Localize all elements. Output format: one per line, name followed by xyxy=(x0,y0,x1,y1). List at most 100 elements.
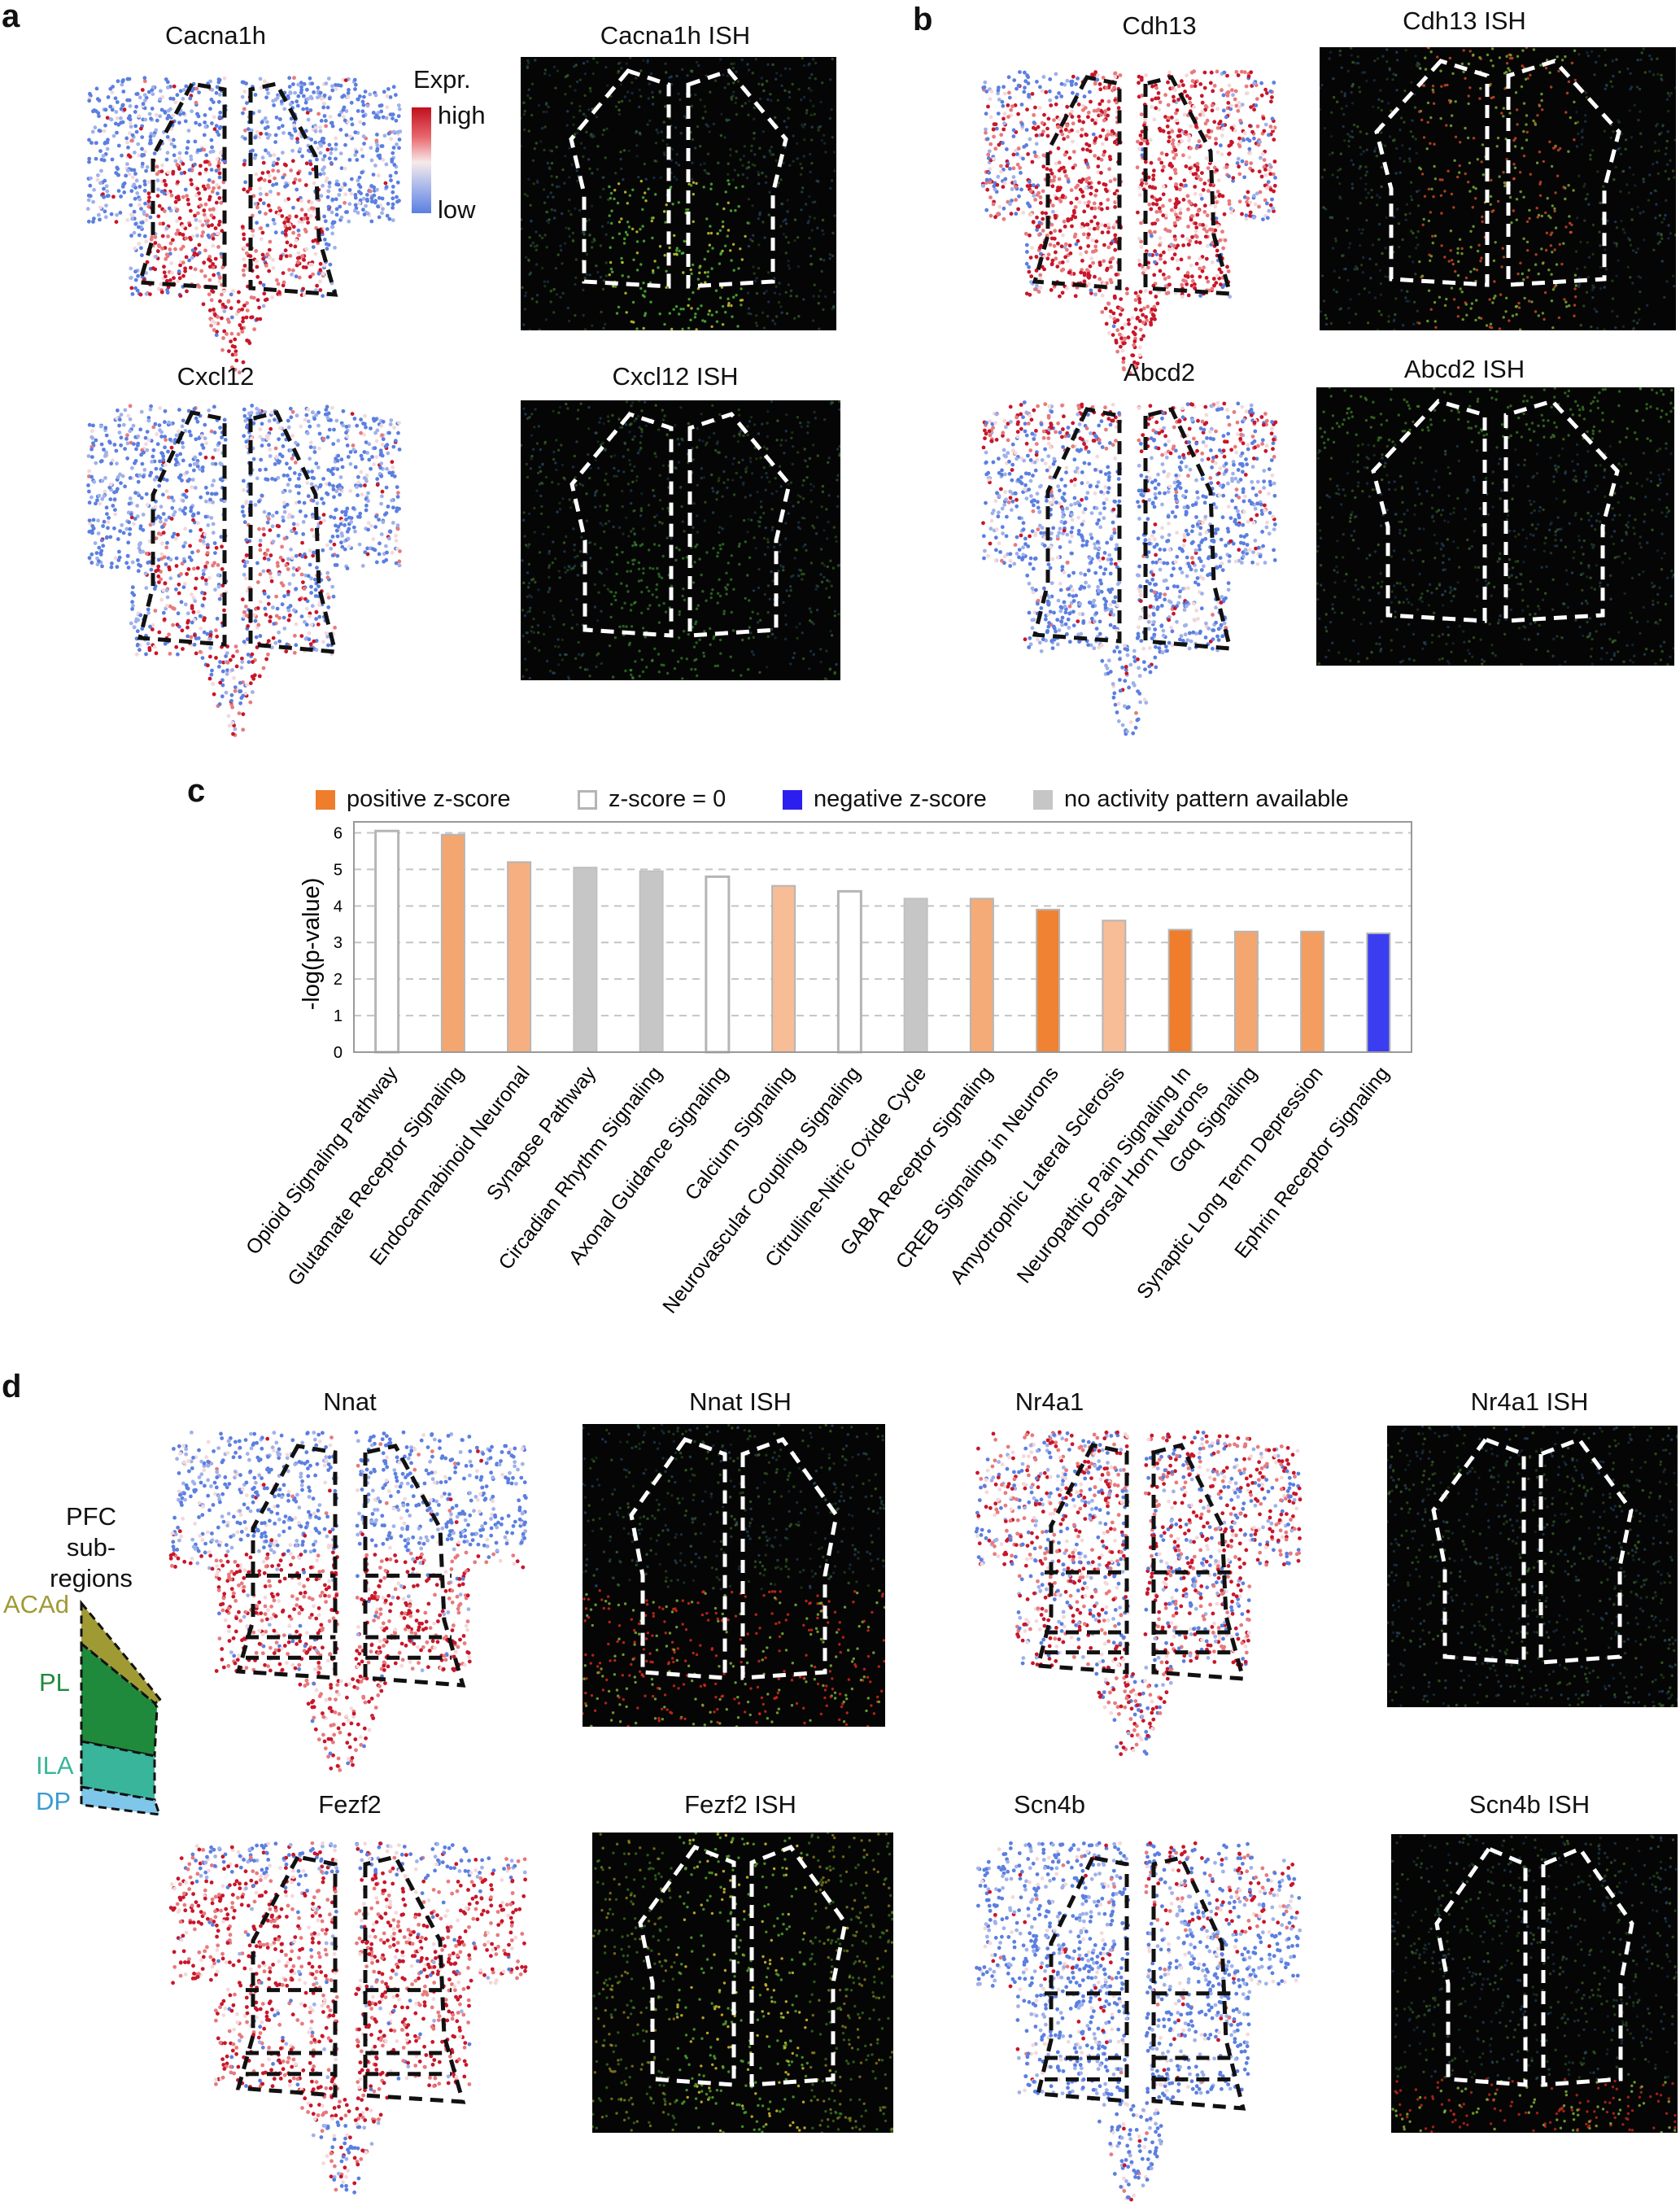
cell-dot xyxy=(202,208,207,213)
cell-dot xyxy=(225,332,229,336)
cell-dot xyxy=(119,194,123,199)
ish-signal-dot xyxy=(610,221,613,225)
cell-dot xyxy=(271,217,276,222)
colorbar-title: Expr. xyxy=(413,65,471,94)
ish-signal-dot xyxy=(675,247,679,250)
cell-dot xyxy=(296,260,300,264)
cell-dot xyxy=(198,197,203,202)
cell-dot xyxy=(286,219,290,224)
ish-signal-dot xyxy=(689,184,693,187)
cell-dot xyxy=(376,111,381,115)
ish-signal-dot xyxy=(617,112,622,116)
cell-dot xyxy=(139,207,143,211)
ish-signal-dot xyxy=(735,294,738,297)
ish-signal-dot xyxy=(757,170,760,174)
ish-signal-dot xyxy=(704,271,707,274)
ish-signal-dot xyxy=(677,164,681,167)
ish-signal-dot xyxy=(744,102,747,105)
cell-dot xyxy=(340,94,345,99)
cell-dot xyxy=(150,627,155,631)
cell-dot xyxy=(187,430,192,434)
ish-signal-dot xyxy=(613,197,616,201)
cell-dot xyxy=(181,88,186,92)
cell-dot xyxy=(316,271,321,276)
ish-signal-dot xyxy=(817,295,821,298)
ish-signal-dot xyxy=(779,74,783,77)
cell-dot xyxy=(261,256,265,261)
ish-signal-dot xyxy=(531,241,535,245)
cell-dot xyxy=(277,630,281,635)
ish-signal-dot xyxy=(761,311,765,314)
ish-signal-dot xyxy=(522,323,526,326)
ish-signal-dot xyxy=(746,63,749,66)
ish-signal-dot xyxy=(675,177,679,181)
ish-signal-dot xyxy=(528,273,531,276)
ish-signal-dot xyxy=(737,267,740,270)
cell-dot xyxy=(377,552,382,557)
cell-dot xyxy=(210,121,214,125)
ish-signal-dot xyxy=(788,90,792,94)
cell-dot xyxy=(262,291,267,296)
cell-dot xyxy=(343,200,347,205)
ish-signal-dot xyxy=(779,178,783,181)
cell-dot xyxy=(166,234,170,238)
cell-dot xyxy=(209,298,214,303)
cell-dot xyxy=(242,257,247,262)
ish-signal-dot xyxy=(586,60,589,63)
cell-dot xyxy=(227,320,231,325)
cell-dot xyxy=(325,247,329,251)
cell-dot xyxy=(312,206,316,211)
ish-signal-dot xyxy=(619,151,622,154)
cell-dot xyxy=(174,556,179,561)
cell-dot xyxy=(199,203,203,207)
ish-signal-dot xyxy=(811,201,814,204)
cell-dot xyxy=(318,261,323,266)
cell-dot xyxy=(275,161,279,166)
ish-signal-dot xyxy=(632,321,635,324)
cell-dot xyxy=(359,483,363,488)
cell-dot xyxy=(210,88,215,92)
cell-dot xyxy=(163,109,167,114)
ish-signal-dot xyxy=(771,153,775,156)
cell-dot xyxy=(325,194,330,199)
cell-dot xyxy=(385,105,390,110)
ish-signal-dot xyxy=(596,168,600,171)
cell-dot xyxy=(353,203,358,207)
cell-dot xyxy=(314,617,318,621)
cell-dot xyxy=(93,125,98,130)
cell-dot xyxy=(102,194,106,199)
cell-dot xyxy=(343,78,348,82)
ish-signal-dot xyxy=(690,307,693,310)
ish-signal-dot xyxy=(783,146,787,149)
cell-dot xyxy=(210,483,215,487)
ish-signal-dot xyxy=(593,239,596,242)
ish-signal-dot xyxy=(780,202,783,206)
ish-signal-dot xyxy=(765,290,768,293)
cell-dot xyxy=(129,124,133,129)
ish-signal-dot xyxy=(730,98,734,101)
cell-dot xyxy=(207,207,212,212)
ish-signal-dot xyxy=(527,61,530,65)
cell-dot xyxy=(395,194,399,199)
cell-dot xyxy=(333,246,337,250)
cell-dot xyxy=(322,114,327,118)
cell-dot xyxy=(264,132,268,136)
cell-dot xyxy=(249,128,254,133)
ish-signal-dot xyxy=(727,302,731,305)
cell-dot xyxy=(140,135,145,139)
cell-dot xyxy=(343,166,347,171)
ish-signal-dot xyxy=(705,217,709,221)
cell-dot xyxy=(326,189,331,194)
ish-signal-dot xyxy=(799,173,803,177)
cell-dot xyxy=(302,216,307,221)
cell-dot xyxy=(214,333,219,338)
cell-dot xyxy=(329,146,334,151)
ish-signal-dot xyxy=(550,149,554,153)
cell-dot xyxy=(108,117,113,121)
cell-dot xyxy=(124,561,129,566)
cell-dot xyxy=(273,176,277,181)
ish-signal-dot xyxy=(658,245,662,248)
cell-dot xyxy=(214,124,219,128)
cell-dot xyxy=(308,456,312,461)
cell-dot xyxy=(209,213,214,218)
